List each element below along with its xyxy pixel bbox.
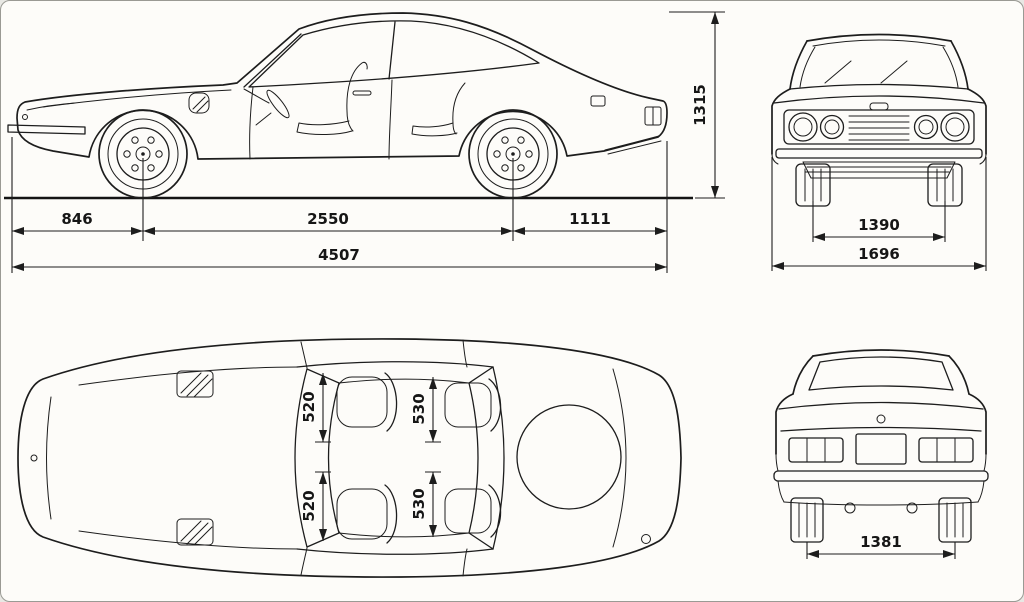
front-bumper xyxy=(7,124,86,135)
headlamp-cover xyxy=(26,102,76,111)
dim-label-wheelbase: 2550 xyxy=(307,210,349,228)
dim-label-overall-width: 1696 xyxy=(858,245,900,263)
dim-label-front-track: 1390 xyxy=(858,216,900,234)
rear-window xyxy=(808,356,954,391)
dim-overall-width: 1696 xyxy=(772,245,986,270)
rear-left-tire xyxy=(790,497,824,543)
dim-label-front-width-b: 520 xyxy=(300,490,318,521)
wipers xyxy=(824,60,908,84)
front-badge xyxy=(869,102,889,111)
plan-seats xyxy=(336,372,502,544)
rear-bumper xyxy=(604,135,662,155)
b-pillar xyxy=(388,21,396,80)
dim-label-rear-width-b: 530 xyxy=(410,488,428,519)
fuel-cap xyxy=(590,95,606,107)
license-plate xyxy=(855,433,907,465)
dim-rear-width-b: 530 xyxy=(410,472,437,537)
glasshouse xyxy=(294,339,505,577)
steering-wheel xyxy=(266,89,290,119)
front-indicator xyxy=(22,114,28,120)
cowl-vent-b xyxy=(176,518,214,546)
front-left-tire xyxy=(795,163,831,207)
dim-rear-overhang: 1111 xyxy=(513,210,667,235)
steering-column xyxy=(255,112,272,126)
rear-bumper-bar xyxy=(773,470,989,482)
cowl-vent-a xyxy=(176,370,214,398)
rear-badge xyxy=(876,414,886,424)
dim-label-rear-track: 1381 xyxy=(860,533,902,551)
deck-line xyxy=(778,401,984,410)
nose-badge xyxy=(30,454,38,462)
rear-seat xyxy=(411,82,466,137)
dim-rear-track: 1381 xyxy=(807,533,955,558)
side-interior xyxy=(243,61,466,137)
dim-label-rear-width-a: 530 xyxy=(410,393,428,424)
windshield-base xyxy=(789,83,969,90)
rear-view xyxy=(773,349,989,543)
front-body-outline xyxy=(771,33,987,165)
side-view xyxy=(4,12,693,200)
nose-seam xyxy=(46,396,52,520)
taillights xyxy=(788,437,974,463)
dim-label-overall-height: 1315 xyxy=(691,84,709,126)
side-dimensions: 846 2550 1111 4507 1315 xyxy=(11,11,725,273)
dim-front-width-a: 520 xyxy=(300,373,327,442)
exhaust-right xyxy=(906,502,918,514)
side-glass xyxy=(248,20,540,88)
front-door-seam xyxy=(249,86,254,160)
trunk-seam xyxy=(612,368,627,548)
rear-body-outline xyxy=(775,349,987,472)
dim-front-overhang: 846 xyxy=(12,210,143,235)
dashboard xyxy=(243,88,270,104)
door-handle xyxy=(352,90,372,96)
dim-label-front-overhang: 846 xyxy=(61,210,92,228)
rear-right-tire xyxy=(938,497,972,543)
dim-overall-height: 1315 xyxy=(669,11,725,199)
tail-panel-top xyxy=(780,426,982,432)
dim-label-rear-overhang: 1111 xyxy=(569,210,611,228)
plan-body-outline xyxy=(17,338,682,578)
exhaust-left xyxy=(844,502,856,514)
dim-overall-length: 4507 xyxy=(12,246,667,271)
dim-label-front-width-a: 520 xyxy=(300,391,318,422)
front-seat xyxy=(296,61,368,135)
dim-label-overall-length: 4507 xyxy=(318,246,360,264)
front-right-tire xyxy=(927,163,963,207)
dim-front-width-b: 520 xyxy=(300,472,327,541)
dim-wheelbase: 2550 xyxy=(143,210,513,235)
front-bumper-bar xyxy=(775,148,983,159)
plan-dimensions: 520 520 530 530 xyxy=(300,373,441,541)
hood-line xyxy=(773,95,985,104)
front-dimensions: 1390 1696 xyxy=(771,157,987,271)
side-body-outline xyxy=(7,12,668,160)
rear-valance xyxy=(777,480,985,514)
front-view xyxy=(771,33,987,207)
windshield-line xyxy=(243,33,302,88)
top-view xyxy=(17,338,682,578)
front-air-intake xyxy=(802,161,956,179)
front-grille xyxy=(783,102,975,145)
rear-door-seam xyxy=(388,79,393,160)
fuel-filler xyxy=(641,534,651,544)
spare-wheel xyxy=(516,404,622,510)
fender-vent xyxy=(188,92,210,114)
dim-rear-width-a: 530 xyxy=(410,377,437,442)
dim-front-track: 1390 xyxy=(813,216,945,241)
rear-dimensions: 1381 xyxy=(806,533,956,559)
headlights xyxy=(788,112,970,142)
hood-seam-a xyxy=(78,366,300,386)
